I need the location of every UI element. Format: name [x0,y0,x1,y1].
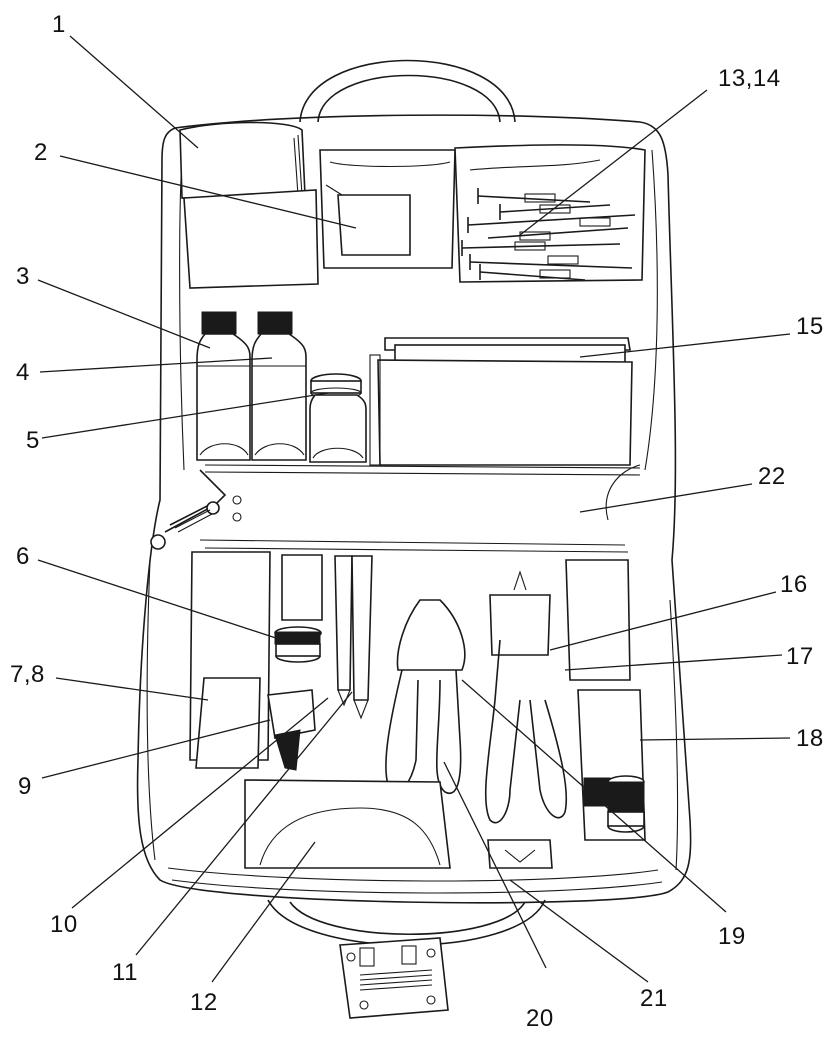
callout-21: 21 [640,985,668,1012]
callout-11: 11 [112,959,138,986]
latch-plate [267,899,546,1019]
callout-16: 16 [780,571,808,598]
callout-17: 17 [786,643,814,670]
callout-9: 9 [18,773,32,800]
brush [267,689,316,771]
clamp [484,570,568,869]
callout-19: 19 [718,923,746,950]
callout-20: 20 [526,1005,554,1032]
shelf-22 [199,464,641,553]
syringes [461,188,636,281]
callout-5: 5 [26,427,40,454]
leader-lines [37,35,791,983]
lower-left-pocket [189,551,271,769]
callout-12: 12 [190,989,218,1016]
callout-10: 10 [50,911,78,938]
callout-3: 3 [16,263,30,290]
bottles [196,311,367,463]
callout-18: 18 [796,725,824,752]
callout-6: 6 [16,543,30,570]
callout-labels: 1 2 3 4 5 6 7,8 9 10 11 12 13,14 15 16 1… [10,11,824,1032]
side-clip [150,469,242,550]
syringe-pocket [454,144,646,283]
callout-1: 1 [52,11,66,38]
callout-2: 2 [34,139,48,166]
vial-6 [274,554,323,663]
top-handle [299,59,516,123]
callout-22: 22 [758,463,786,490]
tube-18 [565,559,646,841]
pouch-12 [244,779,451,869]
callout-15: 15 [796,313,824,340]
tray-compartment [369,337,633,466]
top-left-pouch [179,121,319,289]
callout-13-14: 13,14 [718,65,781,92]
forceps [385,599,466,795]
callout-4: 4 [16,359,30,386]
top-middle-pocket [319,149,456,269]
callout-7-8: 7,8 [10,661,45,688]
pens [334,555,373,720]
